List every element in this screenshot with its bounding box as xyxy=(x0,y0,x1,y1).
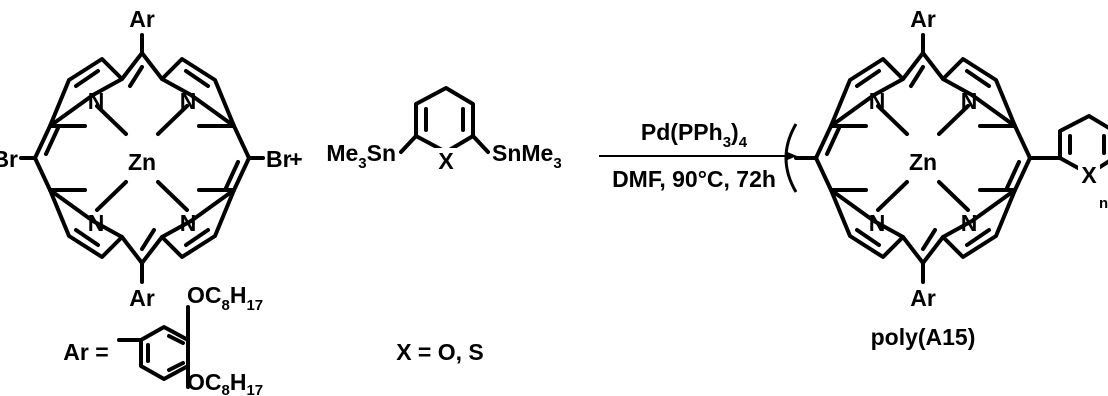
product-polymer: N N N N Zn Ar Ar X n xyxy=(784,6,1108,311)
aryl-bottom: Ar xyxy=(129,285,155,311)
n-atom-top-right: N xyxy=(961,88,978,114)
ar-definition-label: Ar = xyxy=(63,339,108,365)
n-atom-top-left: N xyxy=(869,88,886,114)
plus-sign: + xyxy=(289,146,302,172)
aryl-top: Ar xyxy=(129,6,155,32)
bromine-right: Br xyxy=(266,146,292,172)
n-atom-top-right: N xyxy=(180,88,197,114)
octyloxy-top: OC8H17 xyxy=(187,282,263,314)
zinc-atom: Zn xyxy=(128,149,156,175)
zinc-atom: Zn xyxy=(909,149,937,175)
reactant-stannane: X Me3Sn SnMe3 xyxy=(326,86,562,174)
x-definition: X = O, S xyxy=(396,339,484,365)
octyloxy-bottom: OC8H17 xyxy=(187,369,263,396)
n-atom-bottom-right: N xyxy=(961,210,978,236)
aryl-top: Ar xyxy=(910,6,936,32)
catalyst-label: Pd(PPh3)4 xyxy=(641,119,748,151)
reaction-arrow xyxy=(599,151,797,161)
n-atom-bottom-left: N xyxy=(869,210,886,236)
right-stannyl-group: SnMe3 xyxy=(492,140,562,172)
heteroatom-x: X xyxy=(438,148,454,174)
n-atom-bottom-left: N xyxy=(88,210,105,236)
n-atom-top-left: N xyxy=(88,88,105,114)
ar-aryl-structure xyxy=(117,305,190,389)
aryl-bottom: Ar xyxy=(910,285,936,311)
product-label: poly(A15) xyxy=(871,324,976,350)
solvent-temperature-time: DMF, 90°C, 72h xyxy=(612,166,776,192)
repeat-index-n: n xyxy=(1099,195,1108,212)
bromine-left: Br xyxy=(0,146,18,172)
heteroatom-x: X xyxy=(1081,162,1097,188)
left-stannyl-group: Me3Sn xyxy=(326,140,396,172)
reactant-porphyrin: N N N N Zn Ar Ar Br Br xyxy=(0,6,292,311)
n-atom-bottom-right: N xyxy=(180,210,197,236)
